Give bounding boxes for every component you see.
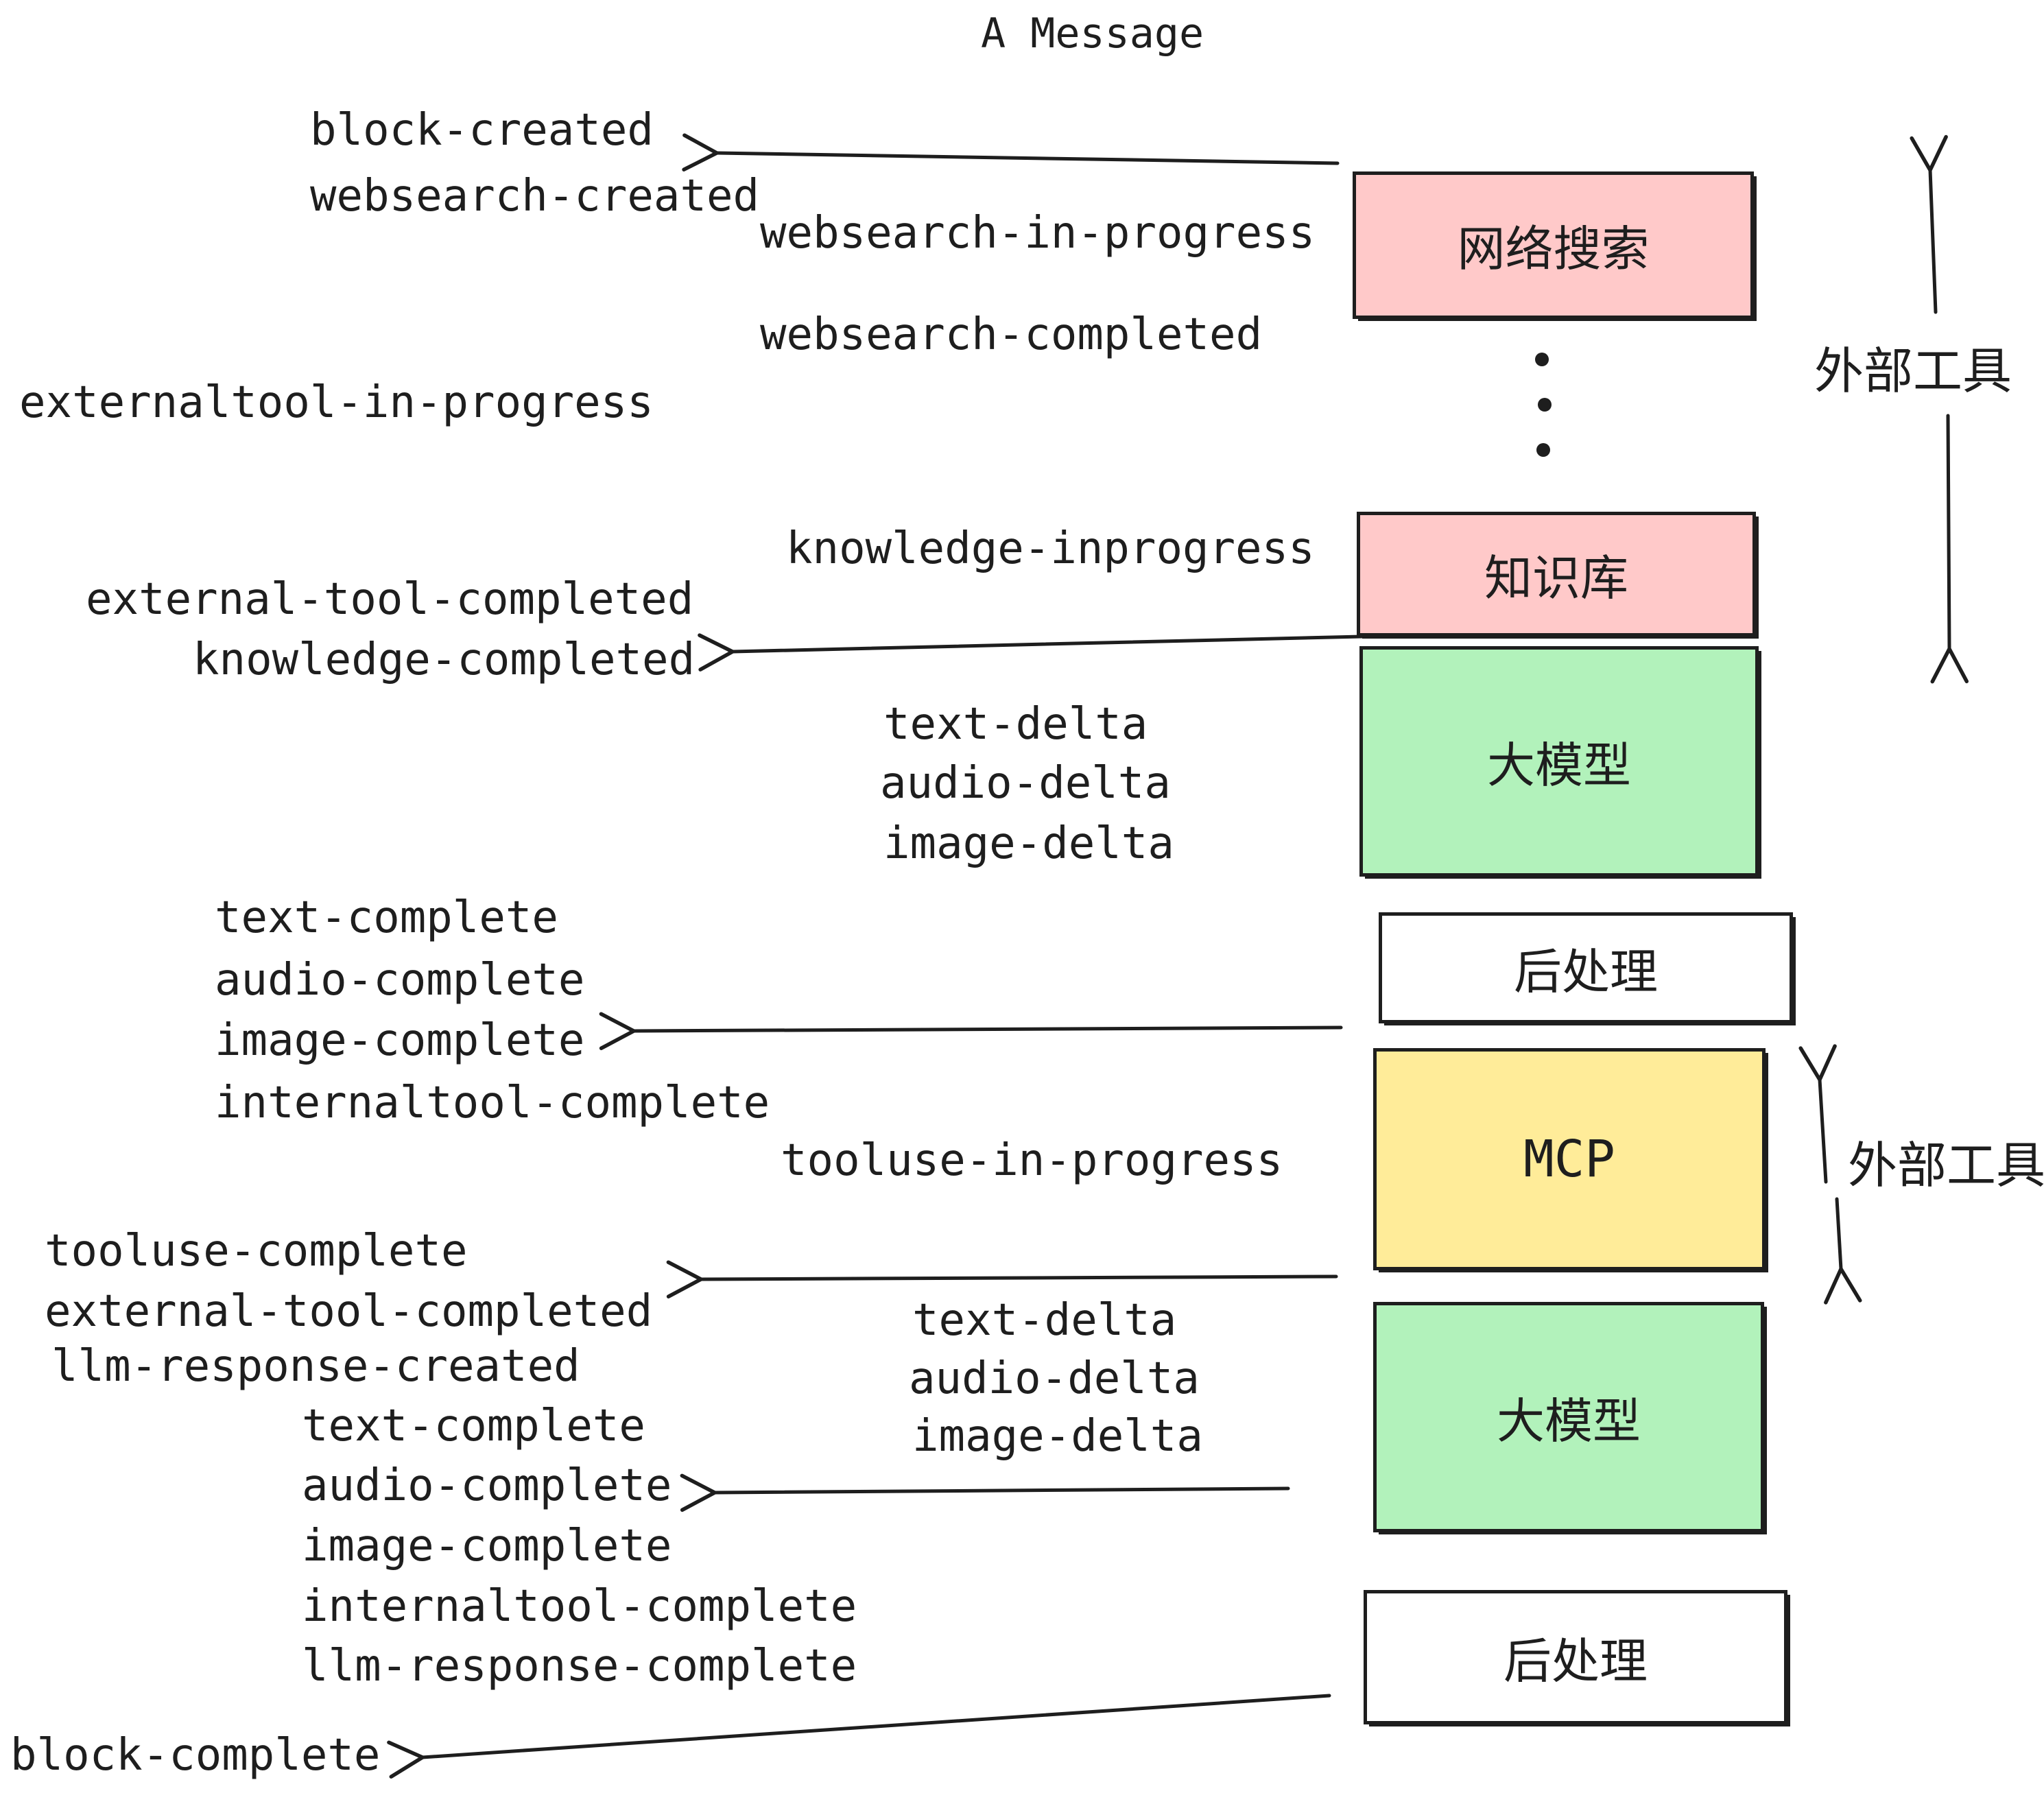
event-audio-complete: audio-complete (215, 955, 585, 1006)
box-mcp: MCP (1373, 1048, 1766, 1270)
event-block-complete: block-complete (10, 1730, 381, 1781)
event-text-delta-2: text-delta (912, 1295, 1177, 1346)
event-audio-delta: audio-delta (880, 758, 1171, 809)
external-tools-arrow-up-mid (1798, 1044, 1837, 1184)
external-tools-label-top: 外部工具 (1814, 342, 2012, 400)
event-tooluse-complete: tooluse-complete (45, 1226, 468, 1277)
external-tools-arrow-down-top (1930, 414, 1969, 684)
ellipsis-dot-3 (1536, 443, 1550, 457)
event-text-complete: text-complete (215, 892, 558, 943)
event-knowledge-completed: knowledge-completed (193, 634, 696, 685)
event-websearch-in-progress: websearch-in-progress (760, 208, 1316, 259)
event-internaltool-complete-2: internaltool-complete (302, 1581, 857, 1632)
box-mcp-label: MCP (1523, 1130, 1615, 1189)
box-postprocess-2-label: 后处理 (1504, 1633, 1648, 1689)
arrow-mcp-to-tooluse-complete (666, 1260, 1338, 1298)
diagram-title: A Message (981, 10, 1204, 58)
event-audio-delta-2: audio-delta (909, 1353, 1200, 1404)
event-text-delta: text-delta (883, 699, 1148, 750)
box-llm-2: 大模型 (1373, 1302, 1764, 1532)
event-block-created: block-created (310, 105, 654, 156)
external-tools-arrow-up-top (1910, 134, 1948, 314)
ellipsis-dot-2 (1538, 398, 1552, 412)
event-image-complete: image-complete (215, 1015, 585, 1066)
event-image-delta-2: image-delta (912, 1411, 1203, 1462)
box-llm-1: 大模型 (1359, 646, 1759, 877)
event-audio-complete-2: audio-complete (302, 1460, 672, 1511)
box-postprocess-1: 后处理 (1379, 912, 1793, 1023)
arrow-llm2-to-audio-complete (680, 1473, 1290, 1512)
event-external-tool-completed: external-tool-completed (86, 574, 694, 625)
box-postprocess-1-label: 后处理 (1514, 943, 1658, 1000)
event-text-complete-2: text-complete (302, 1401, 645, 1451)
external-tools-label-mid: 外部工具 (1848, 1137, 2044, 1194)
event-image-delta: image-delta (883, 818, 1174, 869)
box-knowledge-label: 知识库 (1484, 549, 1628, 606)
event-llm-response-complete: llm-response-complete (302, 1641, 857, 1692)
arrow-post1-to-image-complete (599, 1012, 1343, 1050)
ellipsis-dot-1 (1535, 353, 1549, 366)
event-knowledge-inprogress: knowledge-inprogress (786, 523, 1315, 574)
event-tooluse-in-progress: tooluse-in-progress (781, 1135, 1283, 1186)
box-knowledge: 知识库 (1357, 512, 1756, 637)
event-websearch-completed: websearch-completed (760, 309, 1263, 360)
box-llm-1-label: 大模型 (1487, 737, 1631, 794)
event-externaltool-in-progress: externaltool-in-progress (19, 377, 654, 428)
arrow-knowledge-to-knowledge-completed (698, 633, 1364, 672)
event-internaltool-complete: internaltool-complete (215, 1078, 770, 1128)
box-postprocess-2: 后处理 (1364, 1590, 1787, 1724)
box-websearch-label: 网络搜索 (1457, 221, 1650, 277)
external-tools-arrow-down-mid (1824, 1197, 1862, 1305)
box-llm-2-label: 大模型 (1497, 1392, 1641, 1449)
event-websearch-created: websearch-created (310, 171, 760, 222)
event-external-tool-completed-2: external-tool-completed (45, 1286, 653, 1337)
event-llm-response-created: llm-response-created (51, 1341, 580, 1392)
event-image-complete-2: image-complete (302, 1521, 672, 1571)
arrow-post2-to-block-complete (387, 1694, 1331, 1779)
arrow-websearch-to-block-created (682, 133, 1340, 171)
box-websearch: 网络搜索 (1353, 171, 1754, 319)
